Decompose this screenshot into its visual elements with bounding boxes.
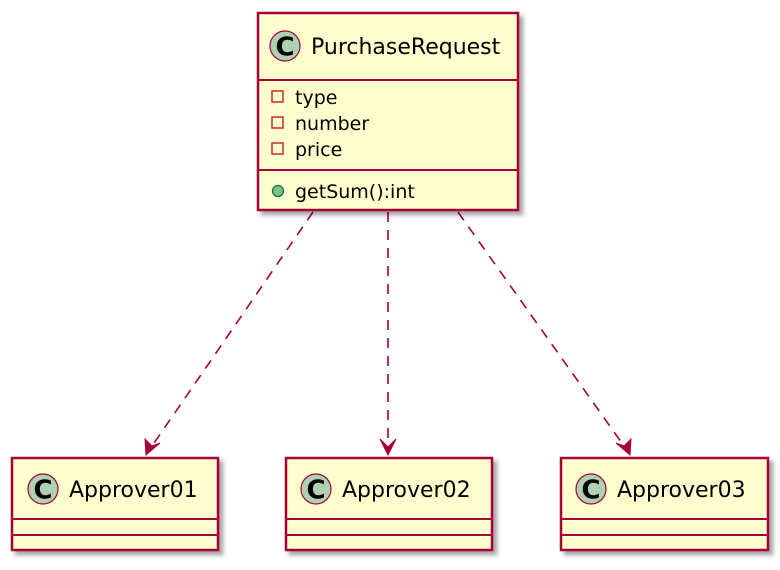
- arrowhead-icon: [615, 437, 632, 457]
- svg-text:C: C: [306, 476, 325, 506]
- class-name: PurchaseRequest: [311, 35, 501, 60]
- class-name: Approver02: [342, 478, 471, 503]
- dependency-line: [457, 211, 625, 447]
- class-badge-icon: C: [269, 30, 301, 63]
- class-approver01[interactable]: C Approver01: [10, 456, 220, 552]
- arrowhead-icon: [144, 437, 161, 457]
- dependency-arrow-approver02[interactable]: [379, 212, 397, 457]
- attribute-row: number: [271, 113, 369, 135]
- dependency-arrow-approver03[interactable]: [457, 211, 632, 457]
- private-visibility-icon: [271, 90, 284, 103]
- class-badge-icon: C: [575, 473, 607, 506]
- class-badge-icon: C: [300, 473, 332, 506]
- method-name: getSum():int: [295, 181, 415, 203]
- public-visibility-icon: [271, 184, 285, 198]
- private-visibility-icon: [271, 142, 284, 155]
- class-purchase-request[interactable]: C PurchaseRequest type number price getS…: [256, 11, 520, 212]
- attribute-name: number: [295, 113, 369, 135]
- svg-text:C: C: [275, 33, 294, 63]
- class-badge-icon: C: [27, 473, 59, 506]
- class-box: [256, 11, 520, 212]
- method-row: getSum():int: [271, 181, 415, 203]
- class-approver02[interactable]: C Approver02: [284, 456, 494, 552]
- attribute-name: price: [295, 139, 342, 161]
- class-name: Approver03: [617, 478, 746, 503]
- attribute-name: type: [295, 87, 337, 109]
- dependency-line: [151, 211, 314, 447]
- svg-text:C: C: [33, 476, 52, 506]
- attribute-row: price: [271, 139, 342, 161]
- class-name: Approver01: [69, 478, 198, 503]
- attribute-row: type: [271, 87, 337, 109]
- arrowhead-icon: [379, 438, 397, 457]
- class-approver03[interactable]: C Approver03: [559, 456, 770, 552]
- private-visibility-icon: [271, 116, 284, 129]
- svg-text:C: C: [581, 476, 600, 506]
- dependency-arrow-approver01[interactable]: [144, 211, 314, 457]
